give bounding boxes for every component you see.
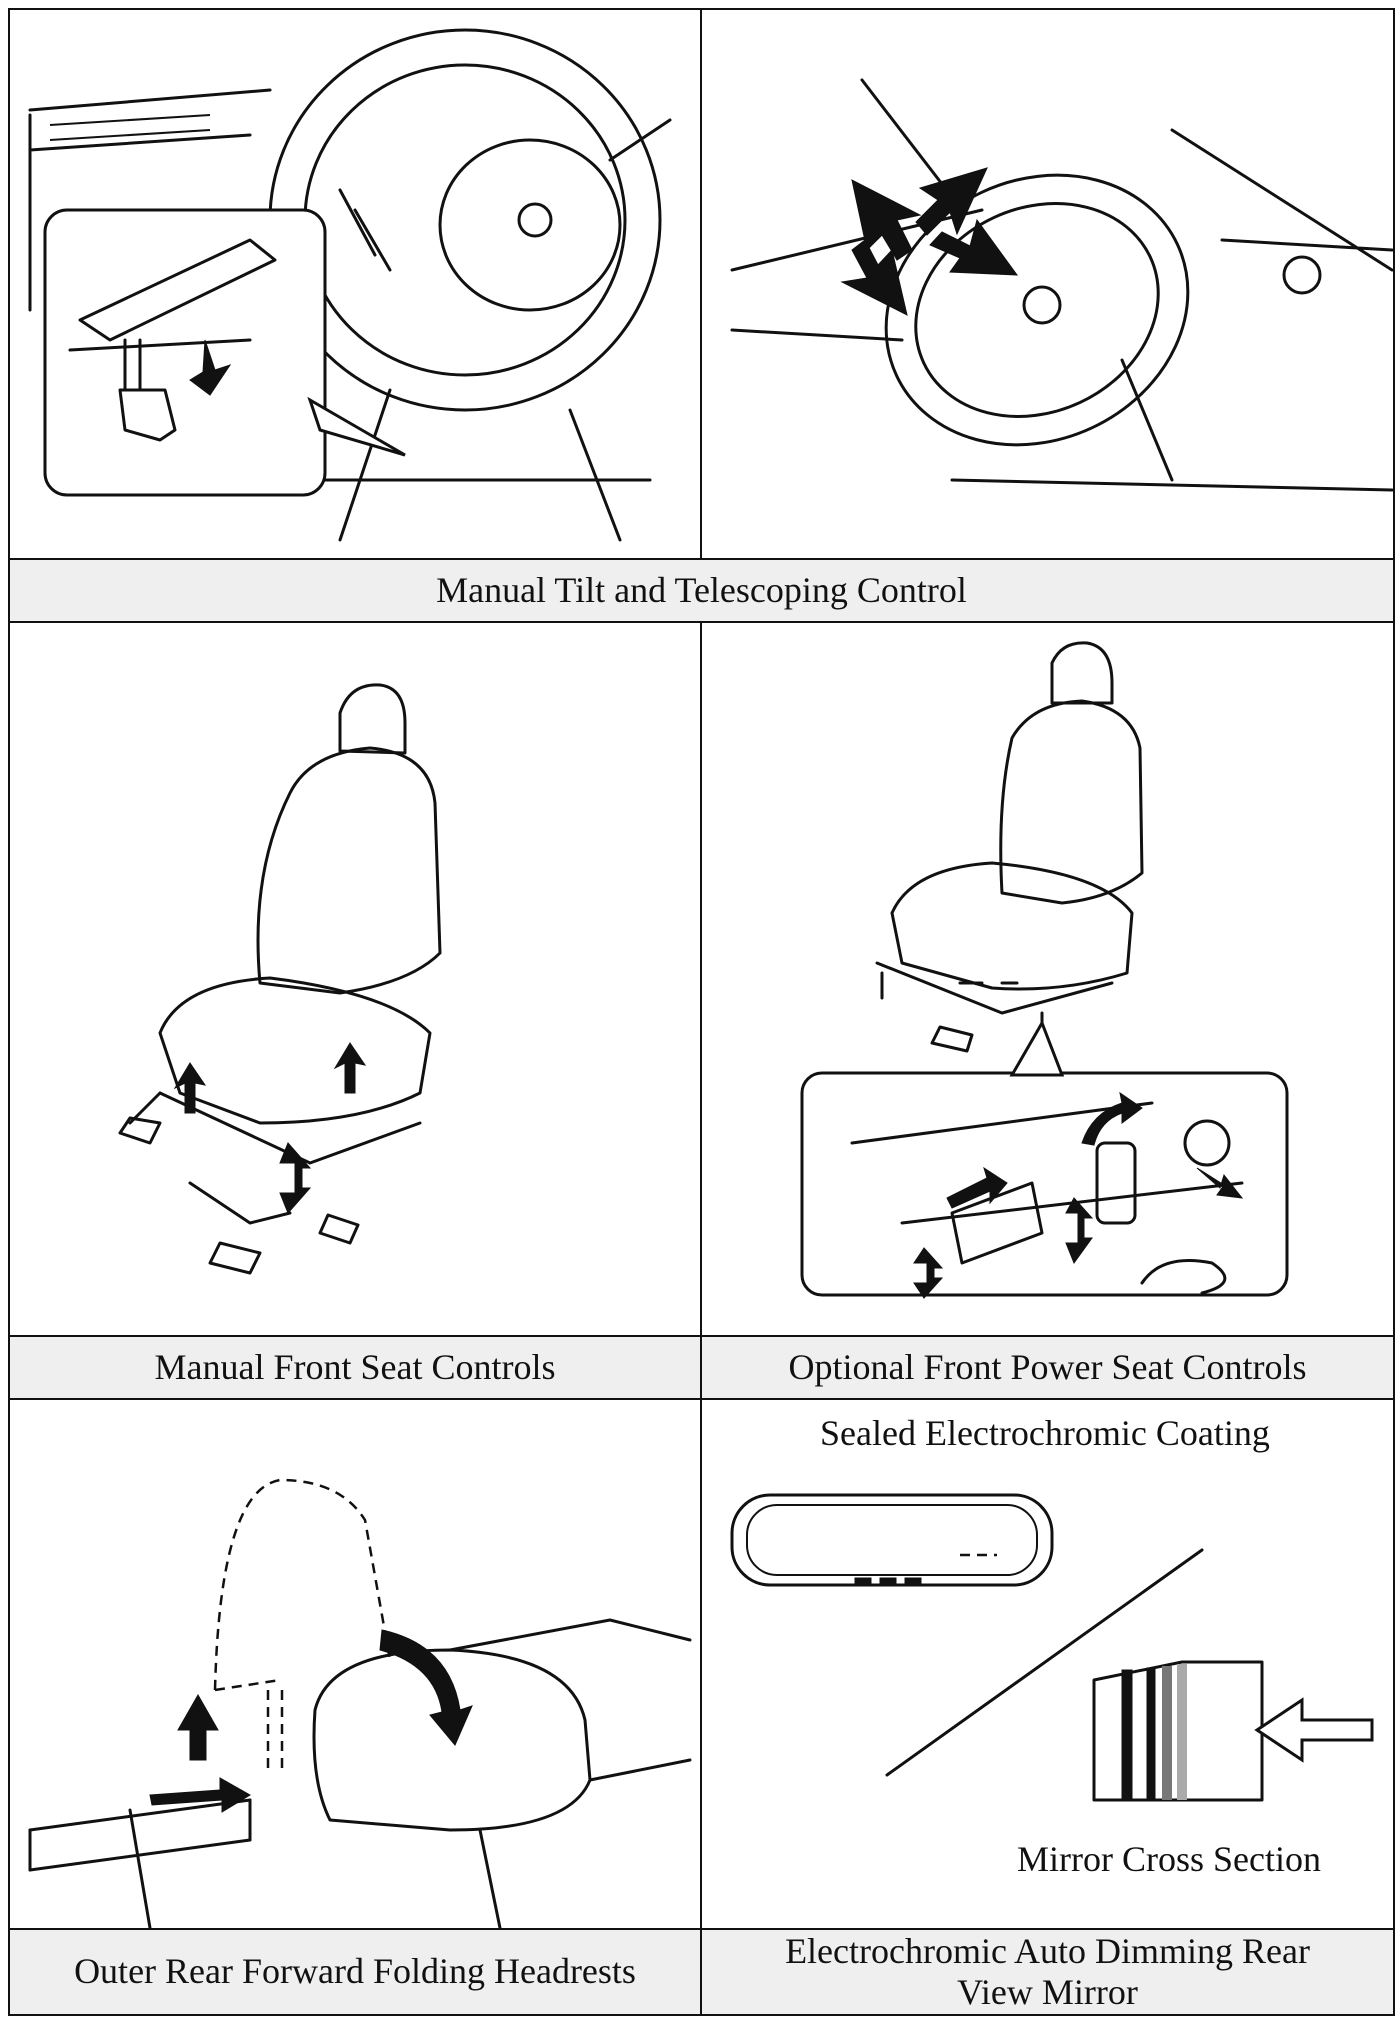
coating-label: Sealed Electrochromic Coating — [820, 1413, 1270, 1453]
mirror-illustration — [730, 1493, 1374, 1802]
caption-headrest: Outer Rear Forward Folding Headrests — [8, 1928, 702, 2016]
cross-section-label: Mirror Cross Section — [1017, 1839, 1321, 1879]
caption-steering: Manual Tilt and Telescoping Control — [8, 558, 1395, 623]
headrest-panel — [8, 1398, 702, 1930]
headrest-illustration — [28, 1478, 692, 1928]
caption-mirror: Electrochromic Auto Dimming Rear View Mi… — [700, 1928, 1395, 2016]
figure-grid: Manual Tilt and Telescoping Control — [8, 8, 1395, 2016]
steering-tilt-panel — [700, 8, 1395, 560]
manual-seat-illustration — [118, 683, 442, 1275]
caption-power-seat: Optional Front Power Seat Controls — [700, 1335, 1395, 1400]
steering-lever-panel — [8, 8, 702, 560]
mirror-panel: Sealed Electrochromic Coating Mirror Cro… — [700, 1398, 1395, 1930]
caption-manual-seat: Manual Front Seat Controls — [8, 1335, 702, 1400]
power-seat-illustration — [800, 641, 1289, 1299]
steering-lever-illustration — [28, 28, 672, 542]
steering-tilt-illustration — [730, 78, 1393, 492]
power-seat-panel — [700, 621, 1395, 1337]
manual-seat-panel — [8, 621, 702, 1337]
